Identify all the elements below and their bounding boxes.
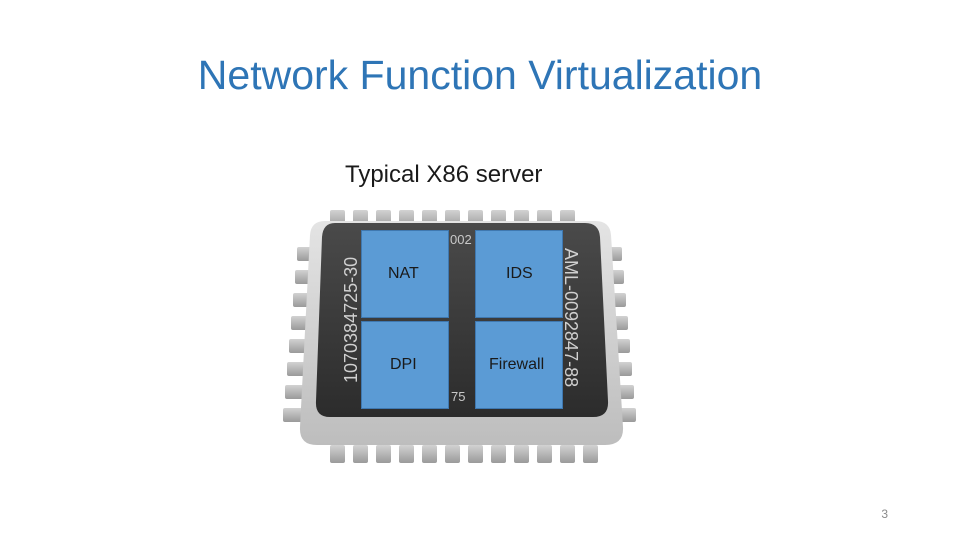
chip-label-bottom: 75 [451, 389, 465, 404]
slide-subtitle: Typical X86 server [345, 161, 543, 188]
function-label-dpi: DPI [390, 356, 417, 373]
function-box-nat: NAT [361, 230, 449, 318]
slide-title: Network Function Virtualization [197, 52, 763, 98]
page-number: 3 [881, 507, 888, 521]
function-label-nat: NAT [388, 265, 419, 282]
function-box-ids: IDS [475, 230, 563, 318]
chip-label-top: 002 [450, 232, 472, 247]
function-label-ids: IDS [506, 265, 533, 282]
chip-pins-bottom [330, 445, 598, 463]
cpu-chip-illustration: 002 75 1070384725-30 AML-0092847-88 [283, 210, 636, 463]
function-box-dpi: DPI [361, 321, 449, 409]
function-label-firewall: Firewall [489, 356, 545, 373]
chip-label-left: 1070384725-30 [341, 257, 361, 383]
function-box-firewall: Firewall [475, 321, 563, 409]
chip-label-right: AML-0092847-88 [561, 248, 581, 387]
